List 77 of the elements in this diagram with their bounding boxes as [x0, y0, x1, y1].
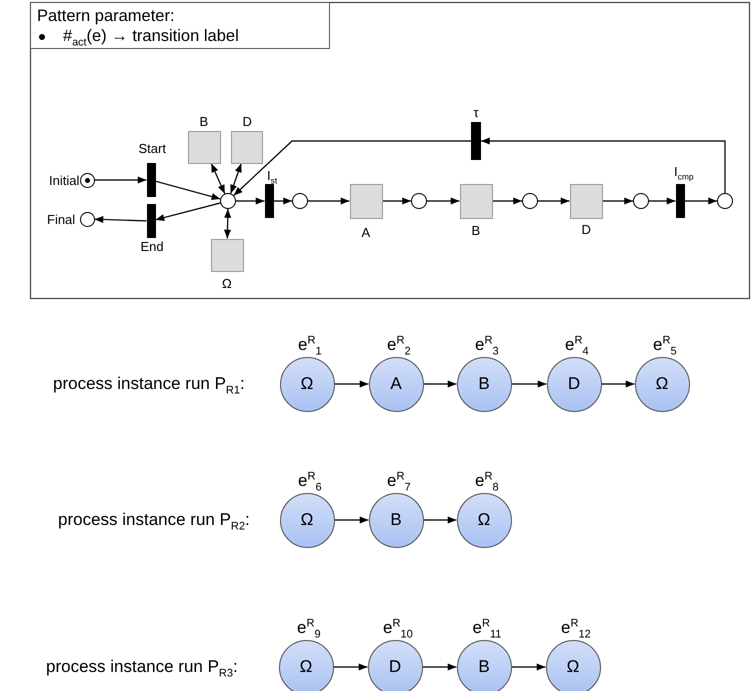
arrow: [334, 664, 368, 670]
arrow: [424, 516, 456, 524]
parameter-heading: Pattern parameter:: [37, 6, 176, 26]
arrow: [602, 380, 634, 388]
event-circle: D: [546, 356, 602, 412]
parameter-box: [30, 2, 330, 48]
arrow: [94, 176, 146, 184]
arrow: [538, 198, 570, 204]
activity-label: Ω: [222, 276, 232, 290]
transition-bar: [264, 184, 274, 218]
arrow: [481, 138, 726, 193]
transition-label: Start: [138, 140, 166, 156]
arrow: [274, 198, 292, 204]
place-label: Final: [47, 212, 76, 226]
arrow: [155, 202, 220, 221]
activity-box: [188, 130, 220, 164]
event-circle: B: [368, 492, 424, 548]
transition-bar: [676, 184, 684, 218]
arrow: [155, 180, 220, 200]
event-circle: Ω: [278, 640, 334, 691]
transition-label: End: [140, 238, 164, 254]
event-circle: Ω: [456, 492, 512, 548]
arrow: [427, 198, 460, 204]
arrow: [334, 516, 368, 524]
activity-label: B: [200, 114, 208, 128]
run-label: process instance run P$_{R3}$:: [46, 657, 238, 677]
arrow: [512, 664, 546, 670]
arrow: [602, 198, 633, 204]
arrow: [233, 140, 471, 196]
activity-box: [570, 184, 602, 218]
event-circle: D: [368, 640, 422, 691]
place-circle: [717, 193, 733, 209]
arrow: [422, 664, 456, 670]
arrow: [382, 198, 411, 204]
event-circle: Ω: [634, 356, 690, 412]
activity-box: [460, 184, 492, 218]
arrow: [224, 208, 232, 239]
arrow: [512, 380, 546, 388]
place-circle: [633, 193, 649, 209]
event-circle: Ω: [546, 640, 600, 691]
event-circle: A: [368, 356, 424, 412]
arrow: [492, 198, 522, 204]
arrow: [230, 163, 242, 194]
activity-label: D: [242, 114, 252, 128]
parameter-item: #$_{act}$(e) → transition label: [63, 26, 239, 44]
arrow: [424, 380, 456, 388]
place-circle: [292, 193, 308, 209]
activity-label: A: [362, 224, 370, 240]
place-label: Initial: [49, 172, 80, 188]
arrow: [334, 380, 368, 388]
activity-box: [350, 184, 382, 218]
transition-bar: [146, 163, 156, 197]
activity-label: D: [582, 222, 591, 236]
event-circle: Ω: [280, 492, 334, 548]
event-circle: Ω: [280, 356, 334, 412]
event-circle: B: [456, 640, 512, 691]
transition-bar: [146, 204, 156, 238]
activity-box: [231, 130, 263, 164]
place-circle: [411, 193, 427, 209]
activity-label: B: [472, 222, 480, 238]
transition-label: I$_{st}$: [267, 168, 278, 182]
arrow: [210, 163, 226, 194]
place-circle: [80, 212, 94, 226]
place-circle: [80, 172, 94, 188]
arrow: [236, 198, 264, 204]
arrow: [649, 198, 676, 204]
run-label: process instance run P$_{R2}$:: [58, 510, 250, 530]
transition-label: τ: [474, 104, 479, 120]
arrow: [308, 198, 350, 204]
arrow: [684, 198, 717, 204]
place-circle: [522, 193, 538, 209]
activity-box: [210, 238, 244, 272]
transition-bar: [471, 122, 481, 160]
place-circle: [220, 193, 236, 209]
arrow: [94, 216, 147, 223]
event-circle: B: [456, 356, 512, 412]
run-label: process instance run P$_{R1}$:: [53, 374, 245, 394]
